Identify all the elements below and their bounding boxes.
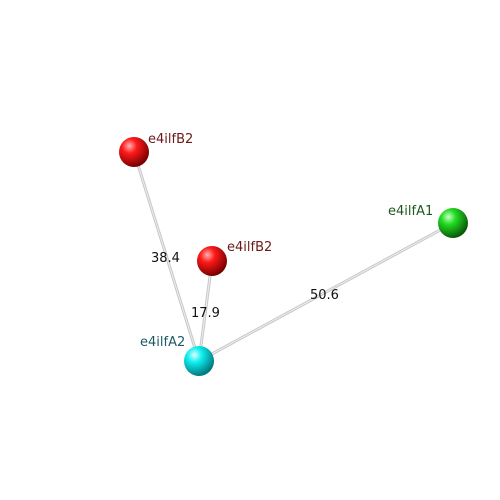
node-label-e4ilfB2-top: e4ilfB2 [148,132,193,147]
edge-line-highlight [198,260,213,362]
node-e4ilfB2-mid[interactable] [197,246,227,276]
edge-label-a1-a2: 50.6 [310,288,339,303]
node-sphere[interactable] [119,137,149,167]
edge-line-highlight [133,151,200,362]
edge-b2-top-a2 [132,150,201,363]
node-label-e4ilfA1: e4ilfA1 [388,204,433,219]
node-e4ilfA1[interactable] [438,208,468,238]
node-label-e4ilfA2: e4ilfA2 [140,335,185,350]
node-sphere[interactable] [197,246,227,276]
edge-a1-a2 [197,221,455,363]
node-e4ilfB2-top[interactable] [119,137,149,167]
edge-label-b2-mid-a2: 17.9 [191,306,220,321]
node-e4ilfA2[interactable] [184,346,214,376]
edge-label-b2-top-a2: 38.4 [151,251,180,266]
node-sphere[interactable] [184,346,214,376]
edge-line-highlight [198,222,454,362]
edge-b2-mid-a2 [197,259,214,363]
node-label-e4ilfB2-mid: e4ilfB2 [227,240,272,255]
node-sphere[interactable] [438,208,468,238]
